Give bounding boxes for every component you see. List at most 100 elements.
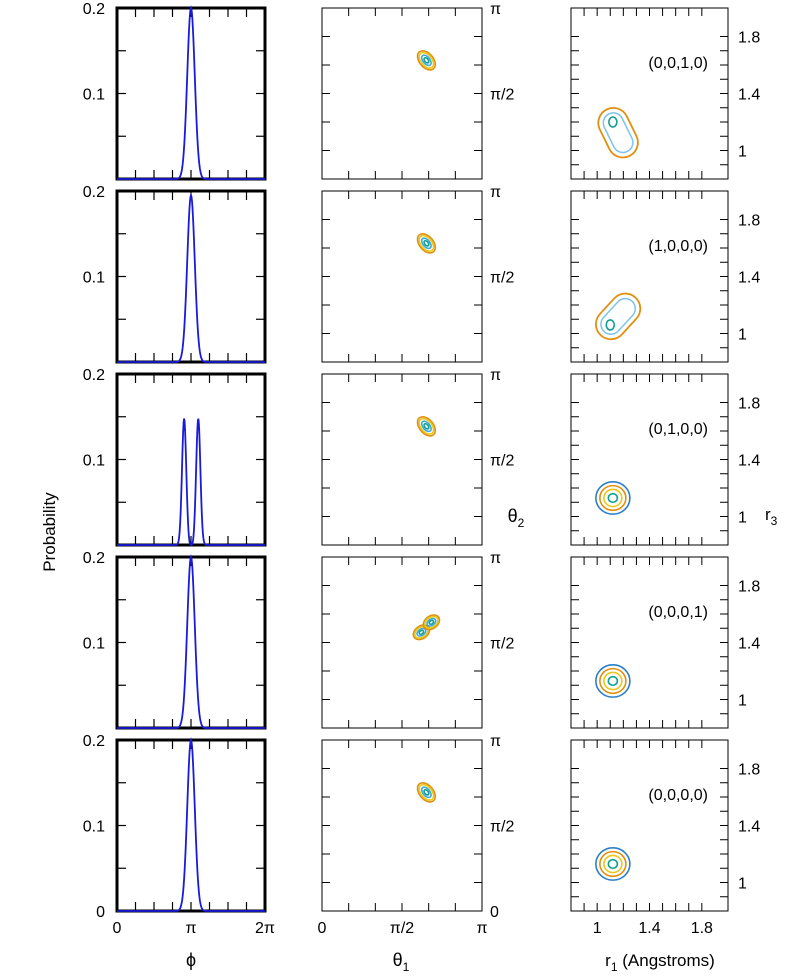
theta-contour-ring — [416, 232, 437, 254]
phi-probability-curve — [117, 418, 265, 546]
r3-tick-label: 1 — [738, 327, 747, 344]
theta1-axis-label-sub: 1 — [403, 960, 410, 974]
theta2-tick-label: π/2 — [490, 87, 514, 104]
phi-panel-frame — [115, 189, 267, 364]
theta2-tick-label: π — [490, 550, 501, 567]
prob-tick-label: 0.2 — [83, 1, 105, 18]
phi-panel-frame — [115, 372, 267, 547]
theta-contour-panel: ππ/20 — [321, 733, 514, 921]
panel-row-4: 0.20.1 ππ/2 (0,0,0,1)11.41.8 — [83, 550, 760, 730]
r1-tick-label: 1 — [593, 920, 602, 937]
r3-axis-label: r3 — [765, 505, 778, 528]
r3-axis-label-sub: 3 — [771, 514, 778, 528]
r3-tick-label: 1.4 — [738, 819, 760, 836]
theta2-axis-label-sub: 2 — [518, 516, 525, 530]
r-contour-panel: (0,0,0,1)11.41.8 — [570, 556, 760, 729]
r3-tick-label: 1.8 — [738, 579, 760, 596]
theta-panel-frame — [321, 7, 483, 180]
phi-distribution-panel: 0.20.1 — [83, 550, 267, 730]
r3-tick-label: 1 — [738, 144, 747, 161]
r3-axis-label-main: r — [765, 505, 771, 524]
theta-panel-frame — [321, 373, 483, 546]
prob-tick-label: 0.1 — [83, 270, 105, 287]
phi-probability-curve — [117, 5, 265, 180]
phi-distribution-panel: 0.2 0.1 — [83, 184, 267, 364]
r-contour-core — [605, 319, 616, 331]
theta1-tick-label: π/2 — [390, 920, 414, 937]
r-contour-core — [608, 116, 618, 128]
r3-tick-label: 1 — [738, 510, 747, 527]
theta-contour-ring — [416, 415, 437, 437]
theta1-tick-label: 0 — [318, 920, 327, 937]
r-contour-ring — [595, 847, 631, 881]
theta2-tick-label: π/2 — [490, 270, 514, 287]
theta-contour-ring — [418, 629, 425, 636]
phi-distribution-panel: 0.20.1 — [83, 1, 267, 181]
theta2-tick-label: π/2 — [490, 819, 514, 836]
theta-contour-ring — [416, 627, 427, 637]
theta-contour-ring — [423, 239, 430, 247]
r-contour-panel: (0,0,0,0)11.41.8 — [570, 739, 760, 912]
theta-contour-panel: π π/2 — [321, 1, 514, 180]
theta-contour-panel: ππ/2 — [321, 550, 514, 729]
probability-axis-label: Probability — [40, 492, 59, 572]
theta-panel-frame — [321, 739, 483, 912]
phi-probability-curve — [117, 192, 265, 363]
r3-tick-label: 1 — [738, 693, 747, 710]
phi-panel-frame — [115, 738, 267, 913]
theta1-axis-label: θ1 — [393, 950, 410, 974]
theta-panel-frame — [321, 190, 483, 363]
r1-axis-label-sub: 1 — [611, 960, 618, 974]
theta-contour-ring — [426, 617, 437, 627]
theta2-axis-label-main: θ — [508, 506, 518, 526]
theta-contour-ring — [428, 619, 435, 626]
r1-tick-label: 1.8 — [691, 920, 713, 937]
r-contour-ring — [599, 667, 627, 695]
r-contour-ring — [599, 850, 627, 878]
theta1-axis-label-main: θ — [393, 950, 403, 970]
theta2-tick-label: π — [490, 1, 501, 18]
r-panel-frame — [570, 7, 729, 180]
theta1-tick-label: π — [476, 920, 487, 937]
r-contour-ring — [595, 481, 631, 515]
r-contour-outer — [597, 106, 639, 159]
r3-tick-label: 1 — [738, 876, 747, 893]
theta-panel-frame — [321, 556, 483, 729]
state-annotation: (0,0,1,0) — [648, 55, 708, 72]
theta2-tick-label: π/2 — [490, 453, 514, 470]
r-contour-ring — [607, 858, 619, 870]
theta-contour-panel: ππ/2 — [321, 184, 514, 363]
r3-tick-label: 1.8 — [738, 396, 760, 413]
theta2-axis-label: θ2 — [508, 506, 525, 530]
theta-contour-ring — [412, 624, 431, 641]
r-panel-frame — [570, 373, 729, 546]
prob-tick-label: 0.2 — [83, 184, 105, 201]
theta2-tick-label: 0 — [490, 904, 499, 921]
r-contour-ring — [607, 675, 619, 687]
r-contour-outer — [595, 292, 642, 341]
theta-contour-ring — [420, 237, 432, 250]
r1-axis-label: r1 (Angstroms) — [605, 951, 715, 974]
r-contour-ring — [599, 484, 627, 512]
r3-tick-label: 1.4 — [738, 270, 760, 287]
phi-distribution-panel: 0.20.10 — [83, 733, 267, 921]
theta2-tick-label: π — [490, 367, 501, 384]
r-contour-ring — [603, 488, 623, 508]
panel-row-1: 0.20.1ππ/2(0,0,1,0)11.41.8 — [83, 1, 760, 181]
r-contour-panel: (1,0,0,0)11.41.8 — [570, 190, 760, 363]
prob-tick-label: 0.1 — [83, 636, 105, 653]
theta-contour-ring — [423, 56, 430, 64]
r3-tick-label: 1.8 — [738, 762, 760, 779]
r-contour-inner — [602, 112, 634, 154]
prob-tick-label: 0 — [96, 904, 105, 921]
theta-contour-ring — [418, 234, 435, 252]
phi-axis-label: ϕ — [186, 950, 196, 970]
state-annotation: (1,0,0,0) — [648, 238, 708, 255]
prob-tick-label: 0.1 — [83, 453, 105, 470]
r-contour-panel: (0,1,0,0)11.41.8 — [570, 373, 760, 546]
theta-contour-ring — [418, 51, 435, 69]
r3-tick-label: 1.4 — [738, 453, 760, 470]
theta-contour-ring — [423, 788, 430, 796]
